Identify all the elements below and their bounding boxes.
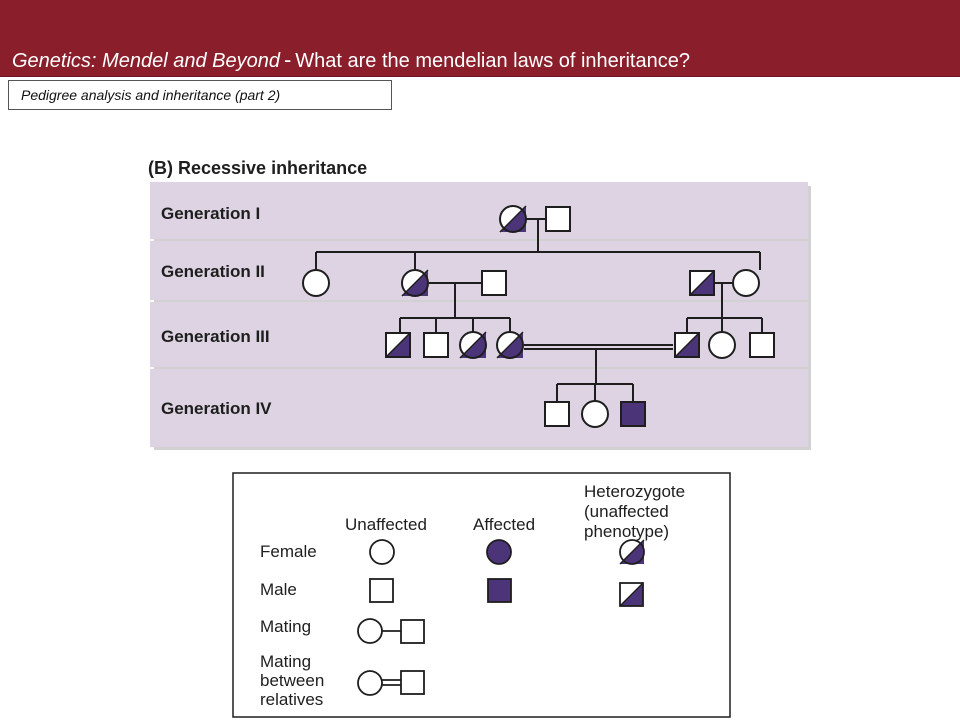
gen4-male-unaffected [544, 401, 570, 427]
legend-col-heterozygote-line3: phenotype) [584, 522, 669, 541]
legend-female-unaffected [369, 539, 395, 565]
gen3-male-heterozygote-1 [385, 332, 411, 358]
legend-male-heterozygote [619, 582, 644, 607]
band-generation-4 [150, 369, 808, 447]
legend-col-heterozygote-line2: (unaffected [584, 502, 669, 521]
gen3-male-unaffected-2 [749, 332, 775, 358]
legend-female-heterozygote [619, 539, 645, 565]
legend-row-male: Male [260, 580, 297, 599]
pedigree-lines [315, 218, 763, 402]
gen2-female-unaffected [302, 269, 330, 297]
figure-heading: (B) Recessive inheritance [148, 158, 367, 178]
slide-title: Genetics: Mendel and Beyond-What are the… [12, 47, 690, 73]
label-generation-4: Generation IV [161, 399, 272, 418]
gen1-female-heterozygote [499, 205, 527, 233]
label-generation-2: Generation II [161, 262, 265, 281]
subtitle-box: Pedigree analysis and inheritance (part … [8, 80, 392, 110]
band-generation-1 [150, 182, 808, 239]
legend-mating-symbol [357, 618, 425, 644]
legend-row-mating-relatives-line3: relatives [260, 690, 323, 709]
legend-male-affected [487, 578, 512, 603]
gen3-male-heterozygote-2 [674, 332, 700, 358]
legend-col-unaffected: Unaffected [345, 515, 427, 534]
legend-row-female: Female [260, 542, 317, 561]
legend-box [232, 472, 731, 718]
gen2-male-unaffected [481, 270, 507, 296]
gen3-female-heterozygote-1 [459, 331, 487, 359]
legend-female-affected [486, 539, 512, 565]
gen2-female-heterozygote [401, 269, 429, 297]
subtitle-text: Pedigree analysis and inheritance (part … [21, 87, 281, 103]
gen2-female-unaffected-spouse [732, 269, 760, 297]
gen3-female-unaffected [708, 331, 736, 359]
gen4-male-affected [620, 401, 646, 427]
legend-col-affected: Affected [473, 515, 535, 534]
legend-row-mating: Mating [260, 617, 311, 636]
legend-row-mating-relatives-line2: between [260, 671, 324, 690]
gen4-female-unaffected [581, 400, 609, 428]
legend-male-unaffected [369, 578, 394, 603]
gen3-female-heterozygote-2 [496, 331, 524, 359]
legend-col-heterozygote-line1: Heterozygote [584, 482, 685, 501]
label-generation-1: Generation I [161, 204, 260, 223]
legend-mating-relatives-symbol [357, 670, 425, 696]
gen1-male-unaffected [545, 206, 571, 232]
gen3-male-unaffected-1 [423, 332, 449, 358]
label-generation-3: Generation III [161, 327, 270, 346]
title-separator: - [283, 47, 292, 72]
slide-question: What are the mendelian laws of inheritan… [295, 50, 690, 72]
gen2-male-heterozygote [689, 270, 715, 296]
legend-row-mating-relatives-line1: Mating [260, 652, 311, 671]
course-name: Genetics: Mendel and Beyond [12, 50, 280, 72]
title-bar: Genetics: Mendel and Beyond-What are the… [0, 0, 960, 77]
